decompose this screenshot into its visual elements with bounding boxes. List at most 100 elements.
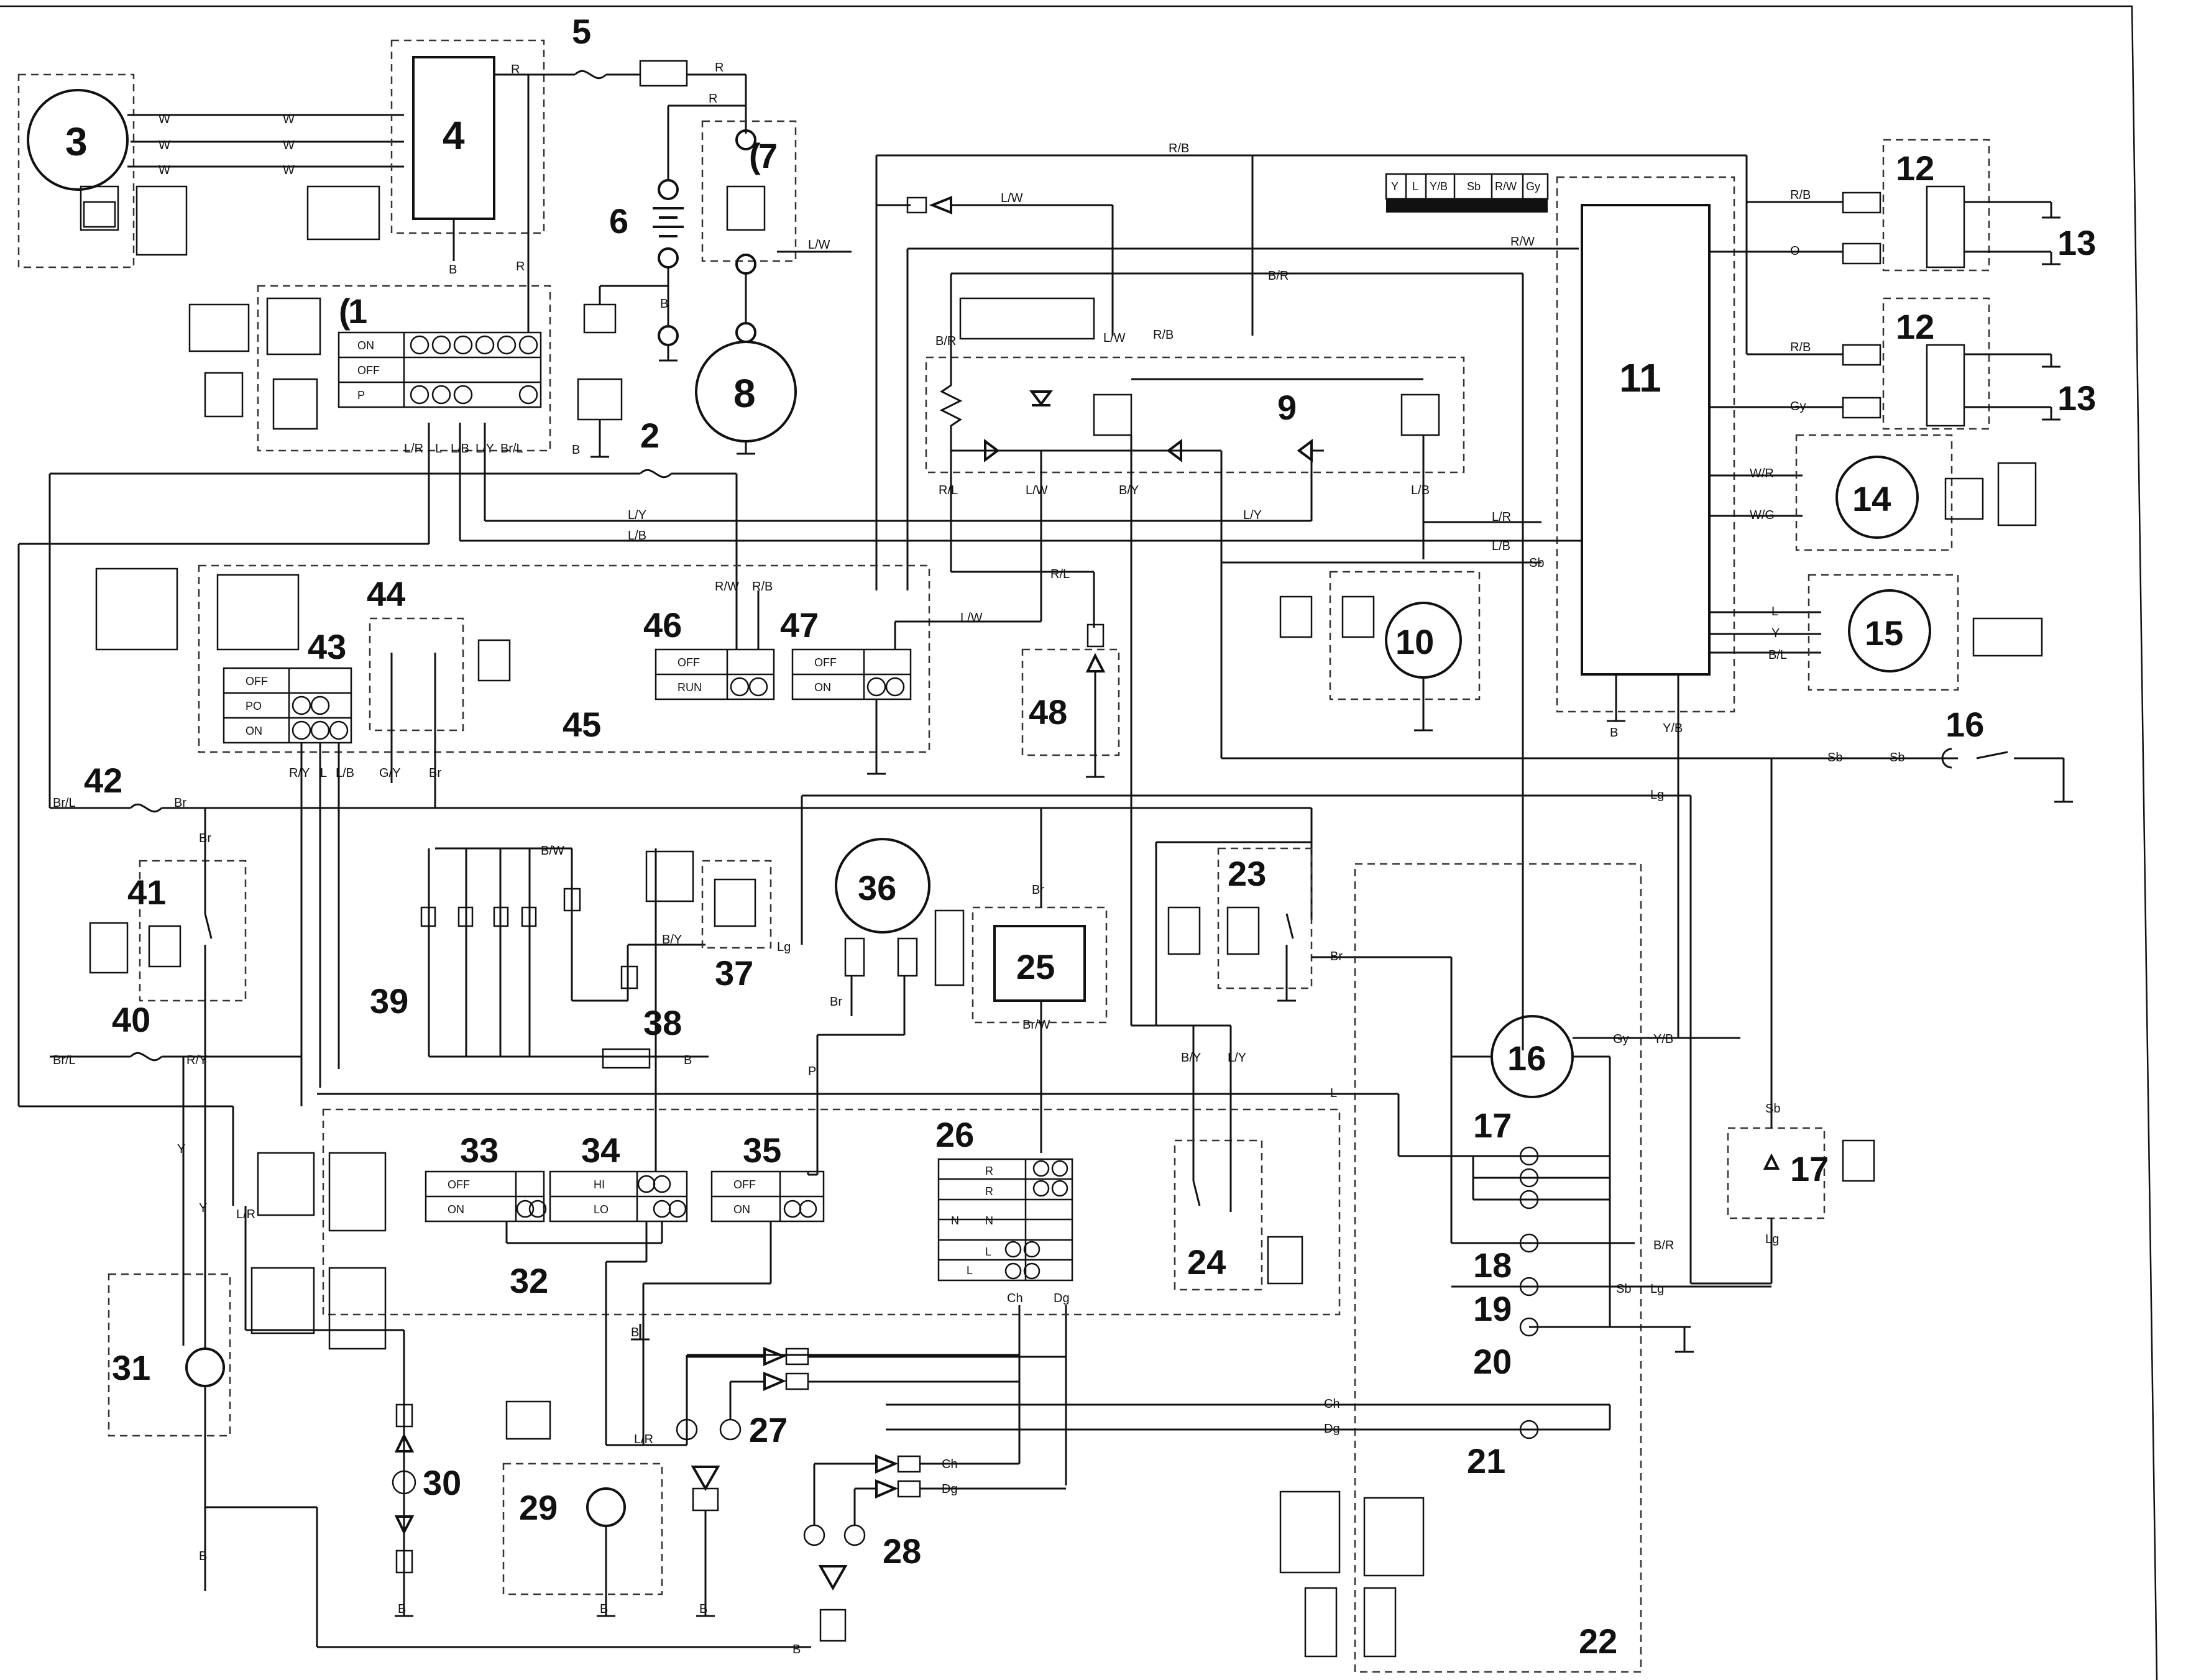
component-12-ignition-coil-b: 12	[1842, 297, 2060, 430]
label-39: 37	[715, 953, 753, 993]
wire-label: W	[283, 139, 295, 152]
wire-label: Gy	[1613, 1032, 1629, 1046]
label-48: 46	[643, 605, 682, 645]
wire-label: Y	[199, 1201, 207, 1215]
wire-label: L/B	[336, 766, 354, 780]
wire-label: R	[516, 260, 525, 273]
switch-48-table: OFF RUN	[655, 648, 775, 700]
wire-label: B/Y	[662, 933, 682, 947]
wire-label: Lg	[777, 940, 791, 954]
wire-label: L	[1330, 1086, 1337, 1100]
label-21: 19	[1473, 1289, 1512, 1328]
wire-label: B/Y	[1181, 1051, 1201, 1065]
wire-label: B/L	[1768, 648, 1787, 662]
lamp-32	[392, 1470, 416, 1495]
wire-label: B	[660, 297, 668, 311]
switch-37-on: ON	[733, 1203, 750, 1216]
label-27: 25	[1016, 947, 1055, 986]
wire-label: W	[158, 112, 170, 126]
wire-label: L/W	[960, 611, 983, 625]
wire-label: L/W	[1001, 191, 1023, 205]
wire-label: Sb	[1529, 556, 1544, 570]
component-15-sensor: 15	[1808, 574, 2043, 691]
switch-45-table: OFF PO ON	[223, 667, 352, 744]
switch-45-po: PO	[246, 700, 262, 712]
component-3-alternator: 3	[17, 73, 188, 269]
switch-28-l1: L	[985, 1246, 991, 1258]
main-switch-on: ON	[357, 339, 374, 352]
wire-label: W	[283, 163, 295, 177]
wire-label: Br/L	[53, 796, 76, 810]
wire-label: B/R	[1268, 269, 1289, 283]
resistor-bank-41	[420, 848, 665, 1058]
component-1-main-switch: ( 1 ON OFF P	[188, 285, 551, 452]
color-code-strip: Y L Y/B Sb R/W Gy	[1385, 173, 1549, 213]
wire-label: L	[320, 766, 327, 780]
component-25-switch: 23	[1167, 847, 1313, 1002]
wire-label: Br	[1330, 950, 1343, 963]
label-12b: 12	[1896, 307, 1934, 346]
strip-sb: Sb	[1467, 180, 1481, 193]
switch-28-n2: N	[985, 1214, 993, 1227]
main-switch-off: OFF	[357, 364, 380, 377]
switch-48-off: OFF	[678, 656, 700, 669]
label-32: 30	[423, 1463, 461, 1502]
component-30-turn-signal: 28 Ch Dg	[803, 1454, 1066, 1642]
component-31-headlight: 29 B	[502, 1400, 663, 1617]
label-46: 44	[367, 574, 405, 613]
wire-label: L/B	[628, 529, 646, 543]
switch-48-run: RUN	[678, 681, 702, 694]
main-switch-p: P	[357, 389, 365, 402]
wire-label: B	[792, 1643, 801, 1656]
label-13a: 13	[2057, 223, 2096, 262]
wire-label: B	[699, 1602, 707, 1616]
label-26: 24	[1187, 1242, 1226, 1282]
wire-label: R/B	[1790, 188, 1811, 202]
label-16: 16	[1946, 705, 1984, 744]
wire-label: B	[684, 1053, 692, 1067]
wire-label: W	[283, 112, 295, 126]
label-11: 11	[1619, 356, 1661, 400]
component-14-sensor: 14	[1795, 434, 2037, 551]
wire-label: B	[631, 1326, 639, 1339]
component-17-switch: 17	[1727, 1127, 1875, 1219]
wire-label: Y	[1771, 627, 1780, 640]
component-27-module: 25	[972, 906, 1108, 1024]
label-50: 48	[1029, 692, 1067, 732]
indicator-lamps-19	[1399, 1146, 1610, 1210]
wire-label: Ch	[942, 1457, 958, 1471]
component-4-rectifier: 4	[306, 39, 545, 241]
switch-36-table: HI LO	[549, 1170, 688, 1223]
wire-label: Ch	[1324, 1397, 1340, 1411]
component-8-starter-motor: 8	[695, 322, 797, 455]
wire-label: R/L	[1050, 567, 1070, 581]
wire-label: R/W	[1510, 235, 1535, 249]
wire-label: Sb	[1616, 1282, 1631, 1296]
wire-label: B/W	[541, 844, 564, 858]
wire-label: Br/L	[500, 442, 523, 456]
label-4: 4	[443, 113, 465, 158]
wire-label: O	[1790, 244, 1800, 258]
component-43-switch: 41	[89, 808, 247, 1035]
wire-label: B	[449, 263, 457, 277]
switch-36-hi: HI	[594, 1178, 605, 1191]
wire-label: L/Y	[1243, 508, 1262, 522]
fuse-2	[639, 469, 673, 479]
wire-label: R/B	[1790, 341, 1811, 354]
switch-49-table: OFF ON	[791, 648, 912, 700]
wire-label: R/Y	[186, 1053, 207, 1067]
label-15: 15	[1865, 613, 1903, 653]
switch-49-on: ON	[814, 681, 831, 694]
switch-28-r2: R	[985, 1185, 993, 1198]
wire-label: W	[158, 163, 170, 177]
wire-label: Dg	[1324, 1422, 1340, 1436]
wire-label: R/L	[939, 484, 958, 497]
switch-37-off: OFF	[733, 1178, 756, 1191]
switch-28-table: R R N N L L	[937, 1158, 1073, 1282]
component-38-horn: 36	[816, 838, 965, 1175]
label-44: 42	[84, 761, 122, 800]
component-33-lamp: 31	[108, 1273, 231, 1437]
component-7-starter-relay: 7 (	[701, 120, 797, 275]
wire-label: Br	[174, 796, 186, 810]
label-17: 17	[1790, 1149, 1829, 1188]
